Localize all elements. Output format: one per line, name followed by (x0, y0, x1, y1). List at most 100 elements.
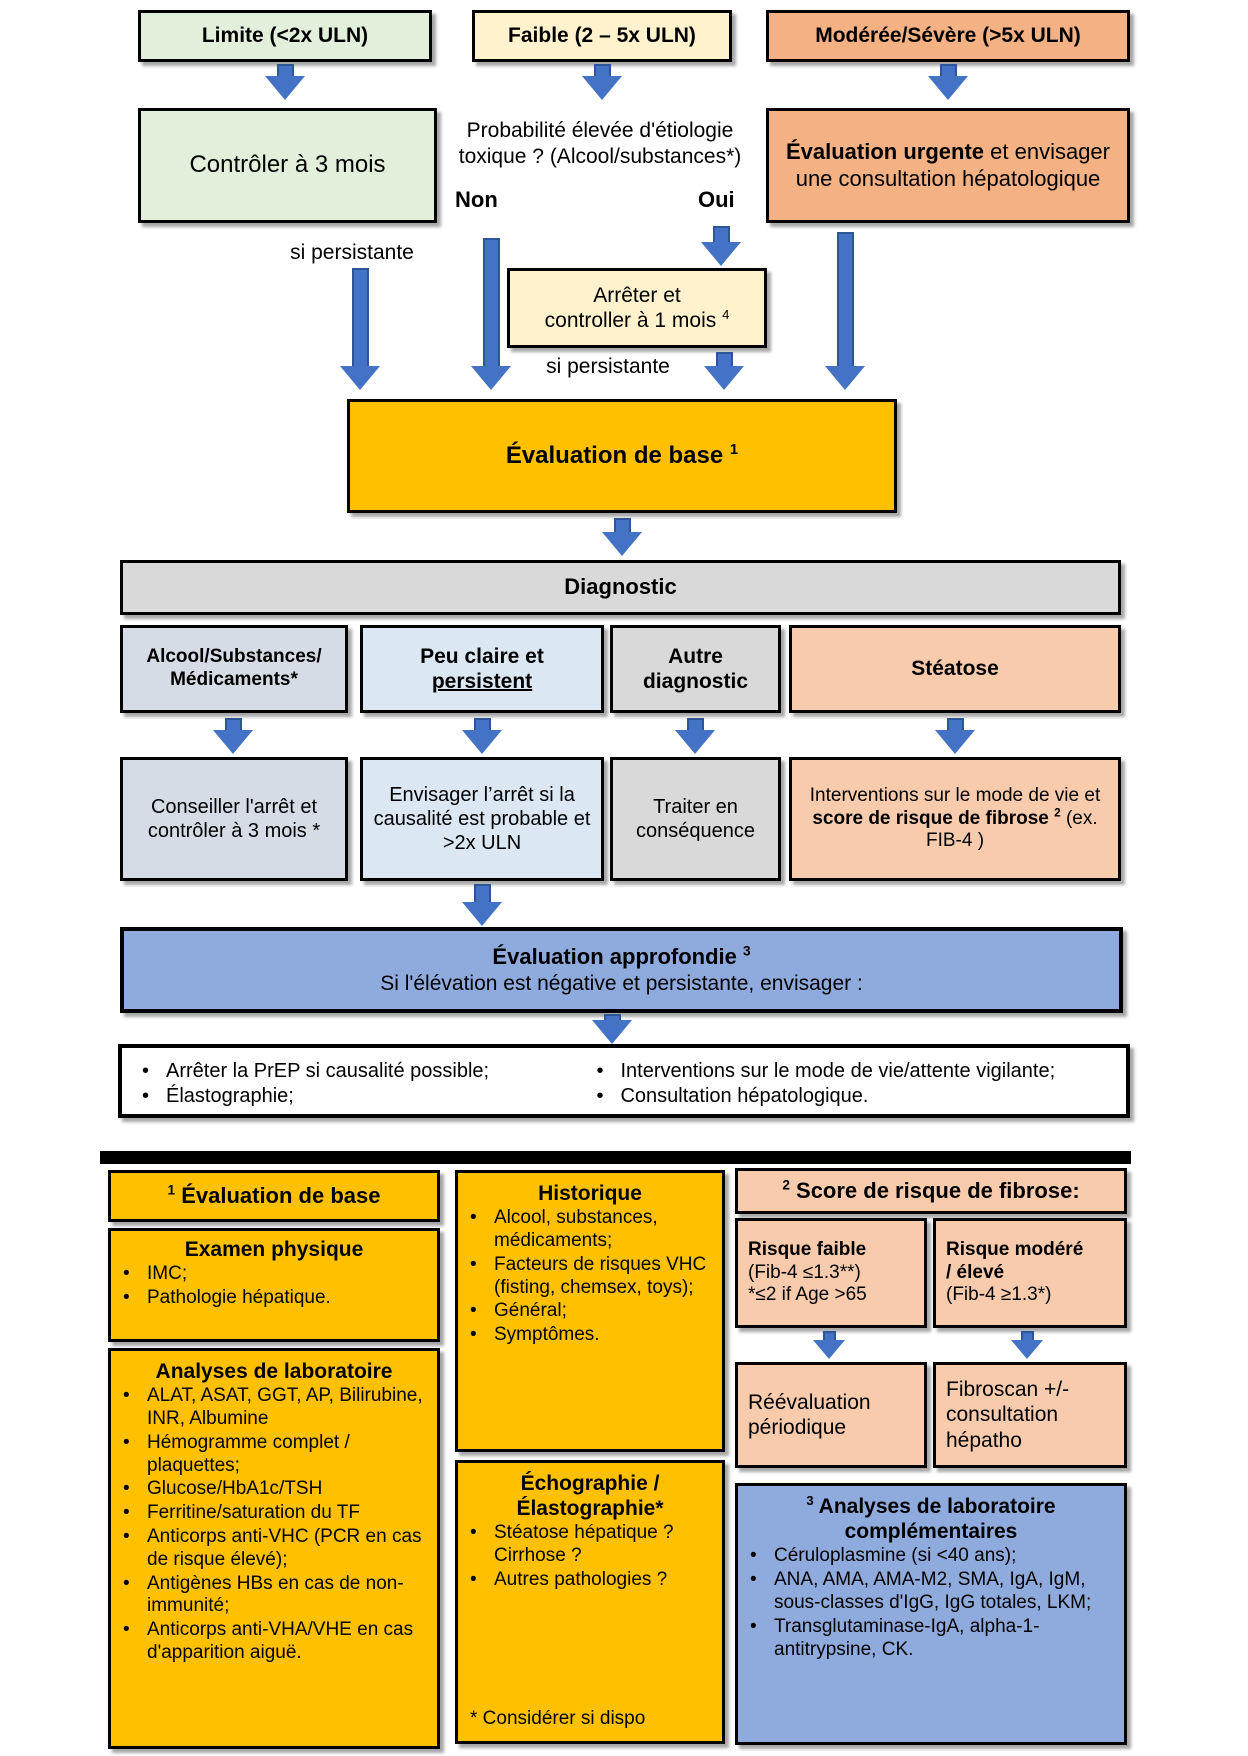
ultrasound-list: Stéatose hépatique ? Cirrhose ? Autres p… (458, 1521, 722, 1592)
diag-line1: Autre (668, 644, 723, 668)
down-arrow-icon (704, 352, 744, 390)
footnote-ref-2: 2 (1054, 806, 1061, 820)
diag-line1: Peu claire et (420, 644, 544, 668)
complementary-labs-title-line2: complémentaires (844, 1520, 1018, 1544)
down-arrow-icon (582, 64, 622, 100)
list-item: Anticorps anti-VHC (PCR en cas de risque… (111, 1526, 437, 1572)
options-box: Arrêter la PrEP si causalité possible; É… (118, 1044, 1130, 1118)
severity-label: Limite (<2x ULN) (201, 24, 369, 48)
action-box-consider-stop: Envisager l’arrêt si la causalité est pr… (360, 757, 604, 881)
answer-yes-label: Oui (698, 187, 735, 212)
action-text: Envisager l’arrêt si la causalité est pr… (373, 784, 591, 854)
severity-box-moderee-severe: Modérée/Sévère (>5x ULN) (766, 10, 1130, 62)
list-item: Facteurs de risques VHC (fisting, chemse… (458, 1254, 722, 1300)
list-item: Ferritine/saturation du TF (111, 1502, 437, 1525)
diag-box-other-diagnosis: Autre diagnostic (610, 625, 781, 713)
list-item: Stéatose hépatique ? Cirrhose ? (458, 1522, 722, 1568)
history-list: Alcool, substances, médicaments; Facteur… (458, 1206, 722, 1348)
down-arrow-icon (1011, 1331, 1043, 1359)
diag-line2: Médicaments* (170, 669, 298, 690)
list-item: Glucose/HbA1c/TSH (111, 1478, 437, 1501)
list-item: ALAT, ASAT, GGT, AP, Bilirubine, INR, Al… (111, 1385, 437, 1431)
down-arrow-icon (592, 1014, 632, 1044)
stop-recheck-1-month-box: Arrêter et controller à 1 mois 4 (507, 268, 767, 348)
diag-line1: Stéatose (911, 657, 999, 681)
diag-line1: Alcool/Substances/ (146, 646, 322, 668)
physical-exam-list: IMC; Pathologie hépatique. (111, 1262, 437, 1311)
fibrosis-score-title-box: 2 Score de risque de fibrose: (735, 1168, 1127, 1214)
down-arrow-icon (928, 64, 968, 100)
urgent-evaluation-box: Évaluation urgente et envisager une cons… (766, 108, 1130, 223)
deep-evaluation-bar: Évaluation approfondie 3 Si l'élévation … (120, 927, 1123, 1013)
toxic-etiology-question: Probabilité élevée d'étiologie toxique ?… (450, 118, 750, 171)
if-persistent-label-left: si persistante (290, 241, 414, 264)
down-arrow-icon (462, 718, 502, 754)
stop-line2: controller à 1 mois 4 (545, 308, 730, 333)
low-risk-box: Risque faible (Fib-4 ≤1.3**) *≤2 if Age … (735, 1218, 927, 1328)
severity-box-limite: Limite (<2x ULN) (138, 10, 432, 62)
action-bold-text: score de risque de fibrose (812, 807, 1055, 829)
action-text: Traiter en conséquence (636, 796, 755, 842)
action-pre: Interventions sur le mode de vie et (809, 784, 1101, 806)
down-arrow-icon (213, 718, 253, 754)
down-arrow-icon (813, 1331, 845, 1359)
control-3-months-label: Contrôler à 3 mois (189, 151, 386, 179)
down-arrow-icon (935, 718, 975, 754)
action-box-treat: Traiter en conséquence (610, 757, 781, 881)
complementary-labs-title-line1: 3 Analyses de laboratoire (738, 1494, 1124, 1519)
diag-line2-underlined: persistent (431, 670, 533, 693)
footnote-ref-4: 4 (722, 307, 730, 322)
complementary-labs-box: 3 Analyses de laboratoire complémentaire… (735, 1483, 1127, 1745)
down-arrow-icon (701, 226, 741, 266)
low-risk-line1: (Fib-4 ≤1.3**) (748, 1261, 861, 1283)
diagnostic-bar: Diagnostic (120, 560, 1121, 615)
down-arrow-icon (462, 884, 502, 926)
urgent-evaluation-text: Évaluation urgente et envisager une cons… (783, 139, 1113, 192)
if-persistent-label-mid: si persistante (546, 355, 670, 378)
high-risk-title-line2: / élevé (946, 1261, 1005, 1283)
severity-label: Modérée/Sévère (>5x ULN) (815, 24, 1081, 48)
action-text: Conseiller l'arrêt et contrôler à 3 mois… (147, 796, 321, 842)
list-item: Autres pathologies ? (458, 1569, 722, 1592)
fibrosis-score-title: 2 Score de risque de fibrose: (782, 1178, 1079, 1204)
list-item: Consultation hépatologique. (584, 1084, 1118, 1108)
history-box: Historique Alcool, substances, médicamen… (455, 1170, 725, 1452)
action-box-advise-stop: Conseiller l'arrêt et contrôler à 3 mois… (120, 757, 348, 881)
complementary-labs-list: Céruloplasmine (si <40 ans); ANA, AMA, A… (738, 1544, 1124, 1662)
list-item: Céruloplasmine (si <40 ans); (738, 1545, 1124, 1568)
severity-box-faible: Faible (2 – 5x ULN) (472, 10, 732, 62)
answer-no-label: Non (455, 187, 498, 212)
footnote-ref-3: 3 (743, 943, 751, 959)
deep-title-text: Évaluation approfondie (492, 944, 743, 970)
footnote-num-3: 3 (806, 1493, 814, 1508)
deep-evaluation-title: Évaluation approfondie 3 (492, 944, 750, 970)
footnote-num-2: 2 (782, 1177, 790, 1193)
footnote-num-1: 1 (167, 1182, 176, 1198)
down-arrow-icon (825, 232, 865, 390)
diag-box-unclear-persistent: Peu claire et persistent (360, 625, 604, 713)
urgent-bold-text: Évaluation urgente (785, 139, 985, 165)
down-arrow-icon (265, 64, 305, 100)
action-post: (ex. FIB-4 ) (925, 807, 1098, 852)
question-line1: Probabilité élevée d'étiologie (466, 119, 734, 142)
periodic-reassessment-box: Réévaluation périodique (735, 1362, 927, 1468)
diagnostic-label: Diagnostic (564, 574, 677, 600)
section-divider (100, 1151, 1131, 1164)
ultrasound-title-line1: Échographie / (520, 1472, 660, 1495)
low-risk-title: Risque faible (748, 1238, 867, 1260)
urgent-rest-text: et envisager une consultation hépatologi… (795, 139, 1110, 191)
complementary-labs-title-text: Analyses de laboratoire (813, 1495, 1056, 1518)
list-item: Anticorps anti-VHA/VHE en cas d'appariti… (111, 1619, 437, 1665)
fibroscan-box: Fibroscan +/- consultation hépatho (933, 1362, 1127, 1468)
ultrasound-footnote: * Considérer si dispo (470, 1708, 646, 1730)
high-risk-line1: (Fib-4 ≥1.3*) (946, 1284, 1052, 1306)
lab-tests-box: Analyses de laboratoire ALAT, ASAT, GGT,… (108, 1348, 440, 1749)
list-item: Pathologie hépatique. (111, 1287, 437, 1310)
note1-title-text: Évaluation de base (175, 1182, 381, 1208)
fibroscan-label: Fibroscan +/- consultation hépatho (946, 1378, 1070, 1452)
high-risk-title-line1: Risque modéré (946, 1238, 1084, 1260)
physical-exam-box: Examen physique IMC; Pathologie hépatiqu… (108, 1228, 440, 1342)
history-title: Historique (538, 1182, 642, 1205)
baseline-evaluation-label: Évaluation de base 1 (506, 442, 738, 471)
